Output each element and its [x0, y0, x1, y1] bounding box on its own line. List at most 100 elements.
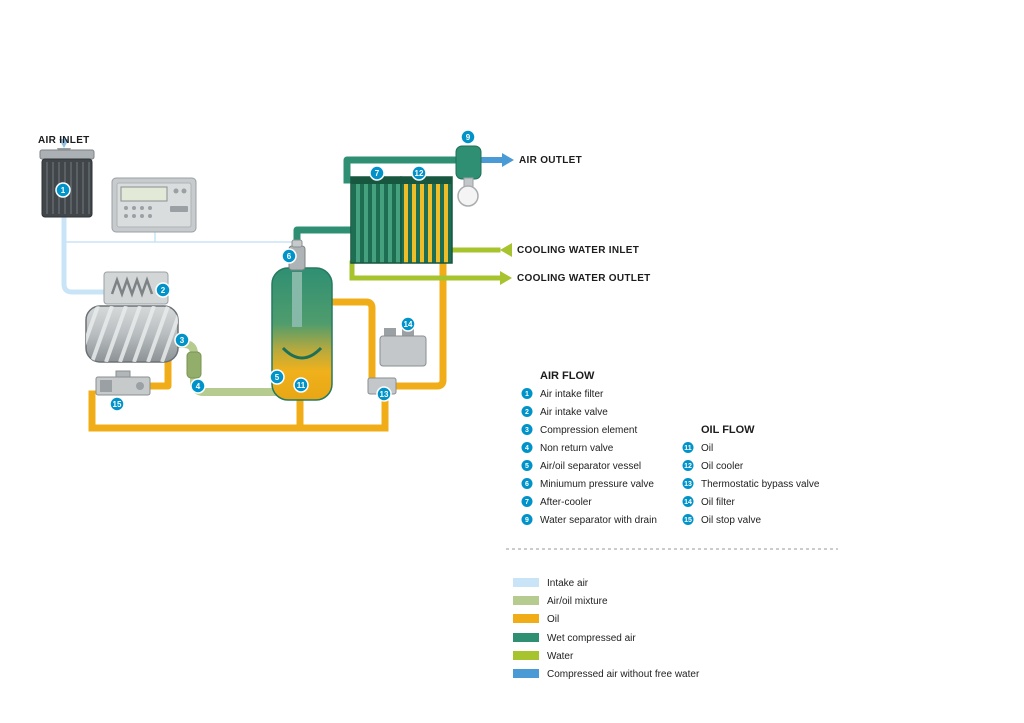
- compression-element: [85, 305, 179, 363]
- badge-9: 9: [460, 129, 476, 145]
- legend-item-label: Miniumum pressure valve: [540, 479, 654, 490]
- legend-badge: [521, 388, 533, 399]
- pipe-wet-air-to-cooler: [293, 226, 355, 254]
- legend-air-row-3: 4 Non return valve: [521, 442, 614, 454]
- legend-badge-number: 1: [525, 391, 529, 398]
- badge-number: 14: [404, 320, 413, 329]
- color-swatch: [513, 651, 539, 660]
- cooler-block: [350, 176, 453, 264]
- color-key-label: Intake air: [547, 578, 589, 589]
- legend-badge-number: 14: [684, 499, 692, 506]
- legend-air-row-6: 7 After-cooler: [521, 496, 592, 508]
- oil-filter-port-b: [402, 328, 414, 338]
- legend-item-label: Oil stop valve: [701, 515, 761, 526]
- badge-circle: [293, 377, 309, 393]
- air-intake-filter: [39, 148, 95, 218]
- legend-badge: [521, 442, 533, 453]
- legend-badge: [521, 406, 533, 417]
- legend-badge-number: 15: [684, 517, 692, 524]
- cooling-water-outlet-label: COOLING WATER OUTLET: [517, 273, 651, 284]
- legend-badge-number: 5: [525, 463, 529, 470]
- controller-buttons: [124, 188, 188, 218]
- legend-item-label: Air intake valve: [540, 407, 608, 418]
- diagram-badges: 1 2 3 4 5 6 7 9 11 12: [55, 129, 476, 412]
- filter-cap: [39, 149, 95, 160]
- badge-number: 6: [287, 252, 292, 261]
- pipe-oil-to-cooler: [392, 259, 447, 390]
- color-swatch: [513, 633, 539, 642]
- badge-number: 3: [180, 336, 185, 345]
- badge-2: 2: [155, 282, 171, 298]
- legend-item-label: Oil cooler: [701, 461, 744, 472]
- air-inlet-arrow-icon: [59, 139, 69, 148]
- badge-number: 15: [113, 400, 122, 409]
- badge-13: 13: [376, 386, 392, 402]
- oil-filter: [379, 328, 427, 367]
- legend-item-label: Oil: [701, 443, 713, 454]
- color-swatch: [513, 614, 539, 623]
- badge-7: 7: [369, 165, 385, 181]
- cooling-water-inlet-arrow-icon: [500, 243, 512, 257]
- legend-badge: [521, 478, 533, 489]
- legend-oil-row-1: 12 Oil cooler: [682, 460, 744, 472]
- legend-air-flow: AIR FLOW 1 Air intake filter 2 Air intak…: [521, 370, 657, 526]
- water-separator-head: [455, 145, 482, 180]
- badge-circle: [190, 378, 206, 394]
- badge-circle: [55, 182, 71, 198]
- color-key-row-0: Intake air: [513, 578, 589, 589]
- pipe-oil-injection: [146, 360, 172, 390]
- badge-12: 12: [411, 165, 427, 181]
- legend-air-row-2: 3 Compression element: [521, 424, 637, 436]
- badge-circle: [109, 396, 125, 412]
- pipe-water-outlet: [349, 260, 501, 281]
- air-outlet-label: AIR OUTLET: [519, 155, 582, 166]
- badge-number: 4: [196, 382, 201, 391]
- legend-badge: [682, 442, 694, 453]
- badge-circle: [400, 316, 416, 332]
- non-return-valve: [186, 351, 202, 379]
- intake-valve-spring: [110, 276, 154, 298]
- legend-item-label: After-cooler: [540, 497, 592, 508]
- badge-number: 1: [61, 186, 66, 195]
- legend-oil-row-4: 15 Oil stop valve: [682, 514, 761, 526]
- legend-air-row-5: 6 Miniumum pressure valve: [521, 478, 654, 490]
- color-key: Intake air Air/oil mixture Oil Wet compr…: [513, 578, 700, 680]
- color-key-label: Wet compressed air: [547, 633, 636, 644]
- oil-filter-port-a: [384, 328, 396, 338]
- color-key-label: Compressed air without free water: [547, 669, 700, 680]
- after-cooler: [350, 176, 402, 264]
- legend-badge: [682, 460, 694, 471]
- badge-number: 13: [380, 390, 389, 399]
- controller-panel: [111, 177, 197, 233]
- legend-badge: [521, 496, 533, 507]
- badge-number: 2: [161, 286, 166, 295]
- badge-circle: [376, 386, 392, 402]
- badge-3: 3: [174, 332, 190, 348]
- badge-circle: [174, 332, 190, 348]
- screw-rotor: [86, 306, 178, 362]
- legend-badge: [521, 514, 533, 525]
- legend-air-row-0: 1 Air intake filter: [521, 388, 604, 400]
- pipe-wet-air-top: [343, 156, 464, 184]
- legend-badge: [682, 514, 694, 525]
- color-swatch: [513, 578, 539, 587]
- legend-item-label: Air/oil separator vessel: [540, 461, 641, 472]
- legend-item-label: Non return valve: [540, 443, 614, 454]
- legend-badge-number: 13: [684, 481, 692, 488]
- separator-vessel: [271, 267, 333, 401]
- badge-11: 11: [293, 377, 309, 393]
- legend-badge-number: 12: [684, 463, 692, 470]
- badge-circle: [281, 248, 297, 264]
- pipe-air-oil-mixture: [166, 340, 280, 396]
- color-key-row-4: Water: [513, 651, 574, 662]
- color-key-row-1: Air/oil mixture: [513, 596, 608, 607]
- oil-stop-valve-knob: [136, 382, 144, 390]
- badge-circle: [369, 165, 385, 181]
- color-key-label: Air/oil mixture: [547, 596, 608, 607]
- oil-stop-valve-port: [100, 380, 112, 392]
- legend-item-label: Compression element: [540, 425, 637, 436]
- color-swatch: [513, 596, 539, 605]
- cooler-header: [351, 177, 452, 184]
- color-key-row-5: Compressed air without free water: [513, 669, 700, 680]
- legend-oil-row-3: 14 Oil filter: [682, 496, 736, 508]
